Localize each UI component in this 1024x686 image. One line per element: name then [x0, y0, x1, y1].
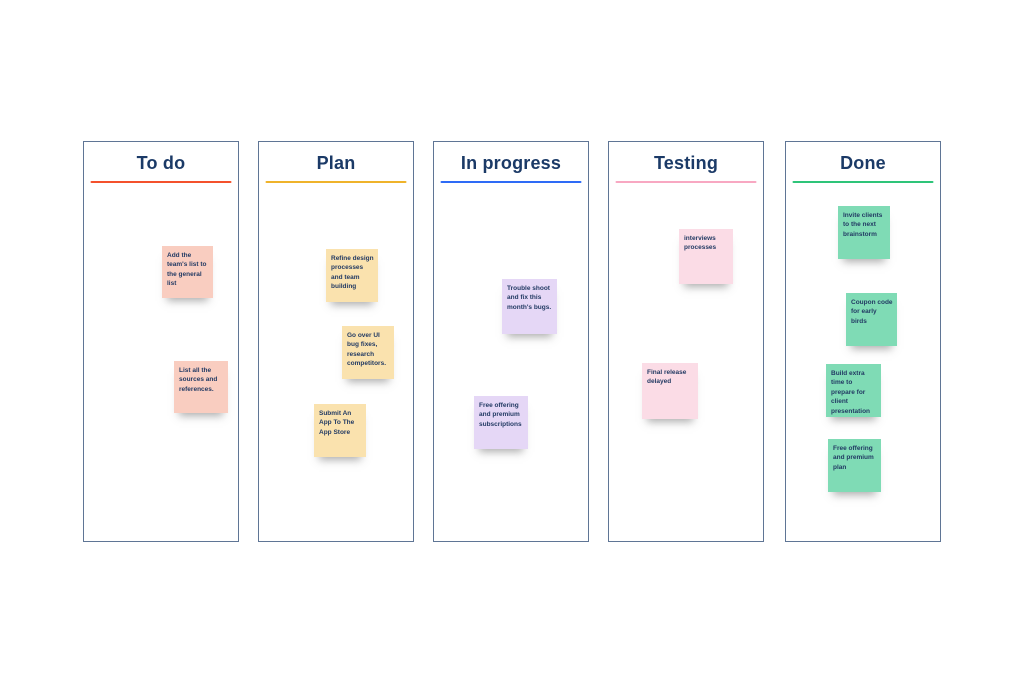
sticky-note-text: Build extra time to prepare for client p…: [831, 370, 871, 415]
column-accent-line: [615, 181, 757, 183]
sticky-note[interactable]: interviews processes: [679, 229, 733, 284]
column-accent-line: [265, 181, 407, 183]
kanban-column: In progress Trouble shoot and fix this m…: [433, 141, 589, 542]
kanban-column: Done Invite clients to the next brainsto…: [785, 141, 941, 542]
kanban-column: To do Add the team's list to the general…: [83, 141, 239, 542]
column-title: To do: [136, 153, 186, 173]
sticky-note-text: interviews processes: [684, 235, 717, 252]
sticky-note-text: Invite clients to the next brainstorm: [843, 212, 883, 238]
sticky-note[interactable]: Free offering and premium subscriptions: [474, 396, 528, 449]
sticky-note[interactable]: Trouble shoot and fix this month's bugs.: [502, 279, 557, 334]
sticky-note[interactable]: Add the team's list to the general list: [162, 246, 213, 298]
column-title: Plan: [316, 153, 356, 173]
column-accent-line: [792, 181, 934, 183]
sticky-note-text: Free offering and premium subscriptions: [479, 402, 522, 428]
sticky-note-text: List all the sources and references.: [179, 367, 218, 393]
sticky-note-text: Free offering and premium plan: [833, 445, 874, 471]
sticky-note[interactable]: Refine design processes and team buildin…: [326, 249, 378, 302]
sticky-note[interactable]: Invite clients to the next brainstorm: [838, 206, 890, 259]
sticky-note[interactable]: Free offering and premium plan: [828, 439, 881, 492]
sticky-note-text: Coupon code for early birds: [851, 299, 893, 325]
column-title: Done: [840, 153, 886, 173]
sticky-note[interactable]: Submit An App To The App Store: [314, 404, 366, 457]
sticky-note-text: Submit An App To The App Store: [319, 410, 355, 436]
sticky-note[interactable]: Build extra time to prepare for client p…: [826, 364, 881, 417]
sticky-note-text: Final release delayed: [647, 369, 687, 386]
column-title: In progress: [460, 153, 562, 173]
sticky-note[interactable]: Final release delayed: [642, 363, 698, 419]
column-accent-line: [90, 181, 232, 183]
sticky-note-text: Add the team's list to the general list: [167, 252, 207, 288]
kanban-column: Testing interviews processes Final relea…: [608, 141, 764, 542]
sticky-note-text: Trouble shoot and fix this month's bugs.: [507, 285, 552, 311]
sticky-note[interactable]: List all the sources and references.: [174, 361, 228, 413]
sticky-note[interactable]: Coupon code for early birds: [846, 293, 897, 346]
sticky-note[interactable]: Go over UI bug fixes, research competito…: [342, 326, 394, 379]
kanban-column: Plan Refine design processes and team bu…: [258, 141, 414, 542]
sticky-note-text: Go over UI bug fixes, research competito…: [347, 332, 387, 368]
column-accent-line: [440, 181, 582, 183]
sticky-note-text: Refine design processes and team buildin…: [331, 255, 374, 291]
column-title: Testing: [653, 153, 719, 173]
